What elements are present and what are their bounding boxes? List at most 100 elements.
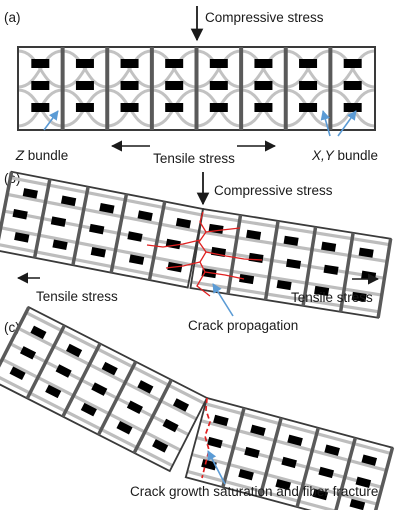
tow-block (126, 400, 143, 415)
xy-bundle-curve (151, 49, 197, 89)
z-bundle-line (25, 324, 66, 400)
xy-bundle-line (25, 311, 206, 405)
fracture-callout-line (207, 450, 226, 485)
crack-paths (146, 211, 263, 297)
z-bundle-line (71, 186, 90, 266)
xy-bundle-line (17, 326, 198, 421)
tow-block (324, 444, 340, 456)
tow-block (120, 81, 139, 90)
z-bundle-line (301, 226, 318, 307)
tow-block (299, 81, 318, 90)
tow-block (9, 366, 26, 381)
z-bundle-line (0, 171, 14, 241)
z-bundle-line (373, 447, 395, 510)
tow-block (89, 223, 105, 235)
xy-bundle-callout-line-2 (337, 110, 357, 137)
tow-block (22, 188, 38, 199)
tow-block (162, 418, 179, 433)
tow-block (175, 217, 192, 229)
z-bundle-line (32, 178, 52, 259)
beam-frame (184, 396, 394, 510)
tow-block (31, 81, 50, 90)
xy-bundle-line (1, 357, 182, 452)
z-bundle-line (334, 437, 358, 510)
tow-block (80, 402, 97, 417)
tow-block (361, 454, 378, 466)
xy-bundle-line (193, 263, 382, 297)
tow-block (299, 103, 318, 112)
beam-frame (0, 170, 205, 289)
beam-left-half (0, 170, 205, 289)
xy-bundle-line (191, 452, 378, 506)
z-bundle-line (109, 193, 129, 273)
tow-block (75, 81, 94, 90)
tow-block (285, 258, 302, 269)
tow-block (55, 364, 72, 378)
tow-block (137, 210, 153, 221)
xy-bundle-curve (107, 49, 153, 89)
z-bundle-line (295, 427, 320, 508)
compressive-stress-label: Compressive stress (205, 10, 324, 25)
compressive-stress-label: Compressive stress (214, 183, 333, 198)
xy-bundle-line (0, 243, 190, 284)
tow-block (30, 325, 47, 340)
z-bundle-line (263, 220, 280, 301)
panel-b: (b) Compressive stress Tensile stress Te… (0, 170, 393, 333)
xy-bundle-curve (240, 49, 286, 89)
beam-right-half (189, 207, 393, 319)
xy-bundle-line (205, 402, 392, 456)
tow-block (355, 476, 372, 489)
tow-block (137, 380, 154, 394)
z-bundle-line (147, 201, 167, 281)
tow-block (31, 59, 50, 68)
tensile-stress-label-left: Tensile stress (36, 289, 118, 304)
tow-block (12, 208, 28, 220)
panel-a: (a) Compressive stress Tensile stress Z … (4, 6, 378, 166)
z-bundle-line (132, 379, 173, 454)
z-bundle-line (221, 407, 246, 488)
tow-block (281, 456, 297, 469)
tow-block (343, 59, 362, 68)
tow-block (349, 498, 366, 510)
tensile-stress-label-right: Tensile stress (291, 290, 373, 305)
tow-block (31, 103, 50, 112)
xy-bundle-curve (285, 49, 331, 89)
fracture-line (201, 397, 211, 479)
tow-block (60, 195, 77, 207)
tow-block (323, 264, 339, 275)
xy-bundle-line (6, 192, 199, 234)
xy-bundle-line (10, 176, 203, 217)
tow-block (283, 235, 299, 246)
tow-block (91, 382, 108, 396)
tow-block (210, 246, 227, 257)
panel-c: (c) Crack growth saturation and fiber fr… (0, 305, 395, 510)
z-bundle-line (258, 417, 283, 498)
xy-bundle-line (201, 213, 390, 247)
tow-block (209, 103, 228, 112)
tow-block (165, 59, 184, 68)
tow-block (75, 103, 94, 112)
tow-block (75, 59, 94, 68)
xy-bundle-line (191, 280, 380, 314)
tow-block (213, 414, 229, 427)
z-bundle-line (96, 360, 138, 436)
tow-block (254, 81, 273, 90)
tow-block (358, 247, 374, 258)
xy-bundle-line (0, 376, 174, 468)
z-bundle-label: Z bundle (15, 148, 69, 163)
xy-bundle-curve (196, 49, 242, 89)
tow-block (116, 421, 133, 435)
tow-block (287, 434, 303, 446)
beam-frame (0, 305, 209, 473)
xy-bundle-curve (62, 49, 108, 89)
tow-block (209, 59, 228, 68)
tow-block (45, 384, 62, 399)
tow-block (120, 103, 139, 112)
panel-a-label: (a) (4, 10, 21, 25)
tow-block (127, 231, 143, 242)
tow-block (165, 238, 181, 250)
z-bundle-line (338, 232, 355, 313)
xy-bundle-line (200, 419, 387, 472)
tow-block (314, 285, 330, 297)
